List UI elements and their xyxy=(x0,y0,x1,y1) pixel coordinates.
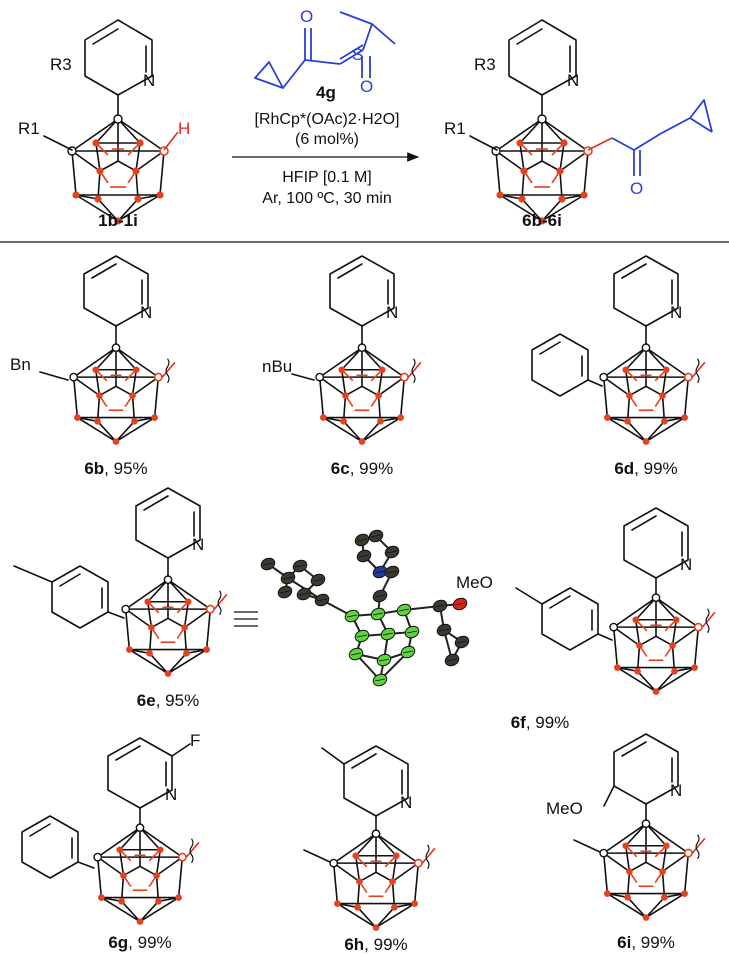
reagent-s-atom: S xyxy=(352,45,363,64)
6e-n-atom: N xyxy=(192,535,204,554)
reagent-sulfoxide-o: O xyxy=(360,77,373,96)
svg-text:6c, 99%: 6c, 99% xyxy=(331,459,393,478)
svg-text:6i, 99%: 6i, 99% xyxy=(617,933,675,952)
6f-anisyl-ring xyxy=(541,587,599,651)
reaction-equation: N R3 R1 H 1b-1i O S O 4g [RhCp*(OAc)2·H2… xyxy=(18,7,713,230)
6c-id: 6c xyxy=(331,459,350,478)
6d-n-atom: N xyxy=(670,303,682,322)
substrate-carborane-cage xyxy=(67,114,169,225)
loading-text: (6 mol%) xyxy=(295,131,359,148)
6g-n-atom: N xyxy=(165,785,177,804)
6h-id: 6h xyxy=(344,935,364,954)
product-6i: N MeO 6i, 99% xyxy=(546,733,706,952)
6g-substituent: F xyxy=(190,731,200,750)
svg-text:6e, 95%: 6e, 95% xyxy=(137,691,199,710)
product-label: 6b-6i xyxy=(522,211,562,230)
6f-substituent: MeO xyxy=(456,573,493,592)
svg-text:6b, 95%: 6b, 95% xyxy=(84,459,147,478)
6g-yield: 99% xyxy=(138,933,172,952)
product-r1-label: R1 xyxy=(444,119,466,138)
6h-n-atom: N xyxy=(400,793,412,812)
6d-id: 6d xyxy=(614,459,634,478)
product-r3-label: R3 xyxy=(474,55,496,74)
6e-id: 6e xyxy=(137,691,156,710)
6f-yield: 99% xyxy=(535,713,569,732)
product-6b: N Bn 6b, 95% xyxy=(10,255,176,478)
substrate-h-atom: H xyxy=(178,119,190,138)
reagent-label: 4g xyxy=(316,83,336,102)
substrate-pyridine: N R3 xyxy=(50,19,155,119)
substrate-n-atom: N xyxy=(143,71,155,90)
product-6e: N 6e, 95% xyxy=(13,487,228,710)
6i-id: 6i xyxy=(617,933,631,952)
6i-n-atom: N xyxy=(670,781,682,800)
svg-text:6d, 99%: 6d, 99% xyxy=(614,459,677,478)
6h-yield: 99% xyxy=(374,935,408,954)
product-n-atom: N xyxy=(567,71,579,90)
atmosphere-text: Ar, 100 ºC, 30 min xyxy=(262,190,391,207)
product-6f: N MeO 6f, 99% xyxy=(456,507,716,732)
6g-phenyl-ring xyxy=(21,815,79,879)
6i-yield: 99% xyxy=(641,933,675,952)
crystal-structure-ortep xyxy=(260,529,470,687)
6b-n-atom: N xyxy=(140,303,152,322)
substrate-r3-label: R3 xyxy=(50,55,72,74)
6f-n-atom: N xyxy=(680,555,692,574)
solvent-text: HFIP [0.1 M] xyxy=(282,169,372,186)
6c-substituent: nBu xyxy=(262,357,292,376)
equivalence-symbol xyxy=(234,611,258,627)
6i-substituent: MeO xyxy=(546,799,583,818)
6e-yield: 95% xyxy=(165,691,199,710)
product-6c: N nBu 6c, 99% xyxy=(262,255,422,478)
6c-yield: 99% xyxy=(359,459,393,478)
6e-tolyl-ring xyxy=(51,565,109,629)
product-pyridine: N R3 xyxy=(474,19,579,119)
6c-n-atom: N xyxy=(386,303,398,322)
product-6h: N 6h, 99% xyxy=(303,745,436,954)
6d-yield: 99% xyxy=(644,459,678,478)
6d-phenyl-ring xyxy=(531,333,589,397)
6b-substituent: Bn xyxy=(10,355,31,374)
reagent-carbonyl-o: O xyxy=(300,7,313,26)
6b-yield: 95% xyxy=(114,459,148,478)
svg-text:6g, 99%: 6g, 99% xyxy=(108,933,171,952)
svg-text:6f, 99%: 6f, 99% xyxy=(511,713,570,732)
product-carbonyl-o: O xyxy=(630,179,643,198)
substrate-label: 1b-1i xyxy=(98,211,138,230)
product-carborane-cage xyxy=(491,114,593,225)
svg-text:6h, 99%: 6h, 99% xyxy=(344,935,407,954)
product-6d: N 6d, 99% xyxy=(531,255,706,478)
6f-id: 6f xyxy=(511,713,526,732)
6g-id: 6g xyxy=(108,933,128,952)
product-6g: N F 6g, 99% xyxy=(21,731,200,952)
catalyst-text: [RhCp*(OAc)2·H2O] xyxy=(255,111,400,128)
reagent-ylide: O S O 4g xyxy=(254,7,396,102)
substrate-r1-label: R1 xyxy=(18,119,40,138)
6b-id: 6b xyxy=(84,459,104,478)
